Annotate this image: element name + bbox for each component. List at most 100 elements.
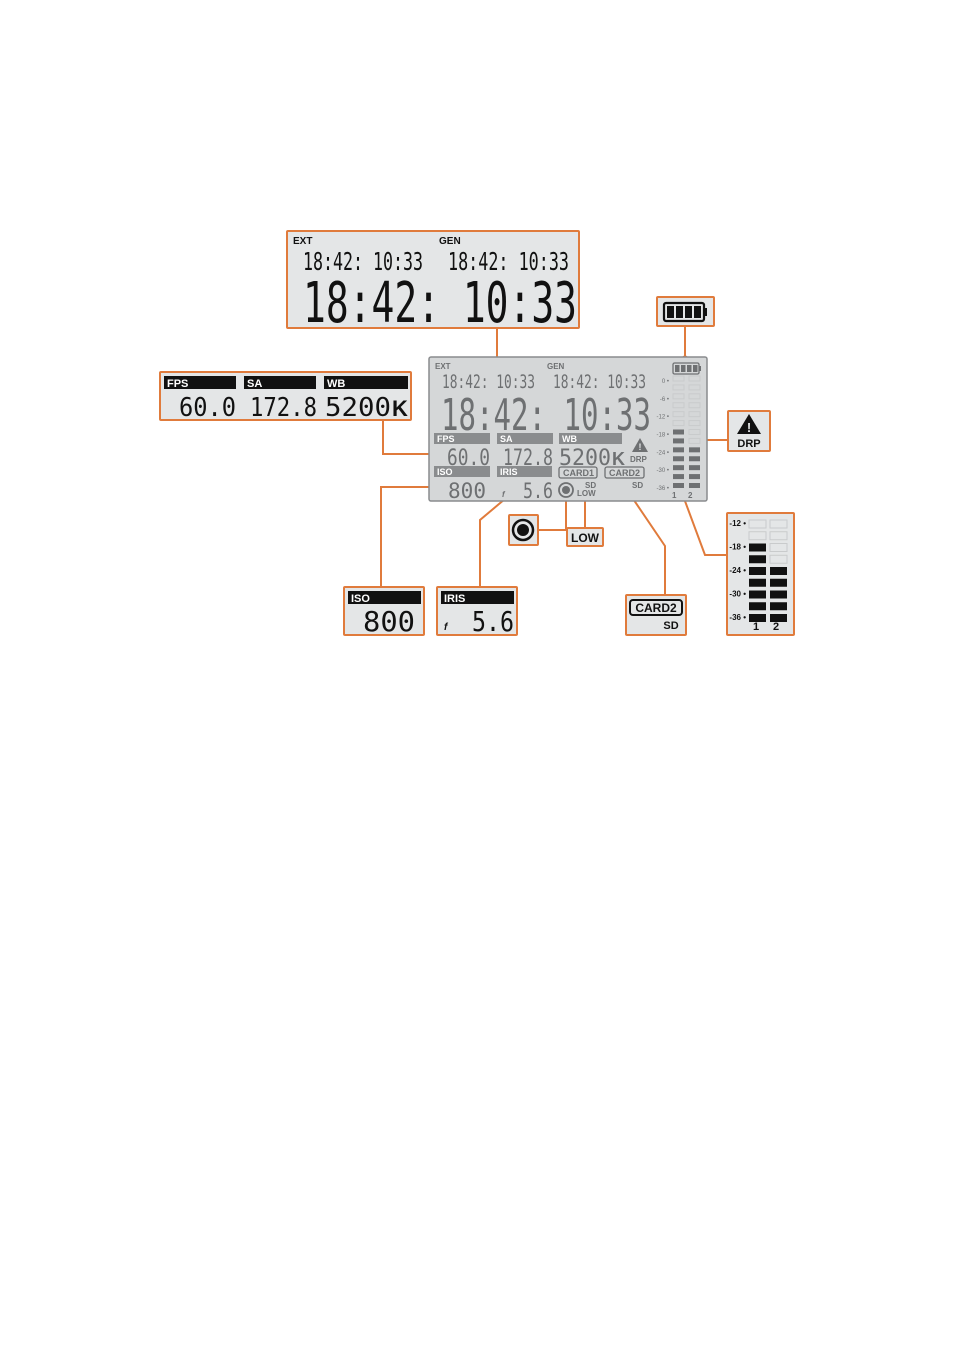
- callout-meter-ch2: 2: [773, 621, 779, 633]
- lcd-iris-value: 5.6: [523, 479, 553, 503]
- callout-meter-segment: [749, 567, 766, 575]
- lcd-meter-ghost: [688, 420, 701, 427]
- lcd-gen-label: GEN: [547, 362, 565, 371]
- lcd-meter-segment: [689, 447, 700, 453]
- callout-iso-tab: [348, 591, 421, 604]
- callout-meter-ghost: [769, 554, 788, 564]
- lcd-meter-segment: [689, 483, 700, 488]
- lcd-sa-tab: [497, 433, 553, 444]
- lcd-meter-tick: -18 •: [657, 433, 669, 439]
- callout-fps-value: 60.0: [179, 393, 236, 423]
- callout-sa-tab: [244, 376, 316, 389]
- lcd-card2-label: CARD2: [609, 468, 640, 478]
- callout-ext-label: EXT: [293, 236, 312, 247]
- lcd-meter-ghost: [672, 420, 685, 427]
- lcd-wb-label: WB: [562, 434, 577, 444]
- lcd-fps-label: FPS: [437, 434, 455, 444]
- callout-card2-label: CARD2: [635, 601, 677, 615]
- lcd-meter-tick: -6 •: [660, 397, 669, 403]
- callout-card2-badge: [629, 599, 683, 616]
- lcd-wb-unit: K: [612, 449, 625, 469]
- iso-callout: ISO 800: [343, 586, 425, 638]
- lcd-meter-ghost: [672, 384, 685, 391]
- drp-callout: ! DRP: [727, 410, 771, 452]
- callout-meter-ghost: [769, 543, 788, 552]
- callout-meter-segment: [770, 578, 787, 587]
- lcd-main-timecode: 18:42: 10:33: [441, 390, 651, 441]
- callout-meter-segment: [749, 555, 766, 564]
- callout-meter-tick: -12 •: [729, 519, 746, 528]
- warning-glyph: !: [747, 420, 751, 435]
- callout-sa-label: SA: [247, 378, 262, 390]
- lcd-meter-ghost: [688, 375, 701, 382]
- lcd-meter-tick: -12 •: [657, 415, 669, 421]
- battery-bar: [694, 306, 701, 318]
- battery-callout: [656, 296, 715, 327]
- iris-callout: IRIS f 5.6: [436, 586, 518, 638]
- callout-meter-tick: -18 •: [729, 543, 746, 552]
- low-callout-box: [566, 527, 604, 547]
- lcd-meter-ghost: [688, 437, 701, 444]
- lcd-meter-segment: [689, 465, 700, 471]
- lcd-card1-badge: [558, 466, 598, 479]
- lcd-iris-f: f: [502, 490, 506, 499]
- timecode-callout-box: [286, 230, 580, 329]
- lcd-meter-segment: [689, 456, 700, 462]
- battery-level-bars: [667, 306, 701, 318]
- lcd-meter-segment: [673, 483, 684, 488]
- callout-iris-tab: [441, 591, 514, 604]
- lcd-meter-ghost: [672, 375, 685, 382]
- battery-tip: [704, 308, 707, 316]
- lcd-record-icon: [558, 482, 574, 498]
- lcd-warning-icon: [632, 438, 648, 452]
- callout-wb-label: WB: [327, 378, 345, 390]
- lcd-meter-tick: -24 •: [657, 450, 669, 456]
- lcd-card1-label: CARD1: [563, 468, 594, 478]
- callout-wb-unit: K: [392, 396, 408, 421]
- lcd-meter-bars: [672, 375, 701, 488]
- lcd-meter-ghost: [688, 393, 701, 400]
- callout-meter-tick: -30 •: [729, 590, 746, 599]
- lcd-low-label: LOW: [577, 489, 596, 498]
- lcd-meter-ghost: [688, 429, 701, 435]
- lcd-meter-ghost: [688, 411, 701, 418]
- callout-meter-tick: -36 •: [729, 613, 746, 622]
- lcd-battery-bar: [675, 365, 680, 372]
- lcd-meter-tick: -30 •: [657, 468, 669, 474]
- lcd-card1-type: SD: [585, 481, 596, 490]
- lcd-iso-tab: [434, 466, 490, 477]
- lcd-meter-tick: 0 •: [662, 379, 669, 385]
- lcd-iris-tab: [497, 466, 552, 477]
- leader-meter: [681, 492, 727, 556]
- battery-bar: [685, 306, 692, 318]
- lcd-meter-tick: -36 •: [657, 486, 669, 492]
- lcd-warning-glyph: !: [639, 442, 642, 452]
- lcd-iso-label: ISO: [437, 467, 453, 477]
- lcd-fps-tab: [434, 433, 490, 444]
- lcd-frame: [428, 356, 708, 502]
- timecode-callout: EXT GEN 18:42: 10:33 18:42: 10:33 18:42:…: [286, 230, 580, 336]
- callout-meter-segment: [749, 614, 766, 622]
- callout-meter-segment: [770, 567, 787, 575]
- lcd-meter-segment: [673, 447, 684, 453]
- lcd-meter-ghost: [688, 402, 701, 409]
- callout-card2-type: SD: [663, 620, 678, 632]
- settings-callout: FPS SA WB 60.0 172.8 5200 K: [159, 371, 412, 423]
- callout-iris-value: 5.6: [472, 605, 514, 638]
- callout-gen-timecode: 18:42: 10:33: [448, 247, 569, 276]
- callout-sa-value: 172.8: [250, 393, 317, 423]
- callout-meter-scale: -12 •-18 •-24 •-30 •-36 •: [729, 519, 746, 622]
- callout-gen-label: GEN: [439, 236, 461, 247]
- callout-meter-ch1: 1: [753, 621, 759, 633]
- battery-bar: [676, 306, 683, 318]
- main-lcd-panel: EXT GEN 18:42: 10:33 18:42: 10:33 18:42:…: [428, 356, 708, 503]
- lcd-meter-segment: [689, 474, 700, 480]
- lcd-meter-ch1: 1: [672, 491, 677, 500]
- lcd-drp-label: DRP: [630, 455, 648, 464]
- lcd-battery-bar: [687, 365, 692, 372]
- callout-iris-label: IRIS: [444, 593, 465, 605]
- lcd-battery-bar: [681, 365, 686, 372]
- lcd-meter-ghost: [672, 411, 685, 418]
- record-icon: [511, 518, 535, 542]
